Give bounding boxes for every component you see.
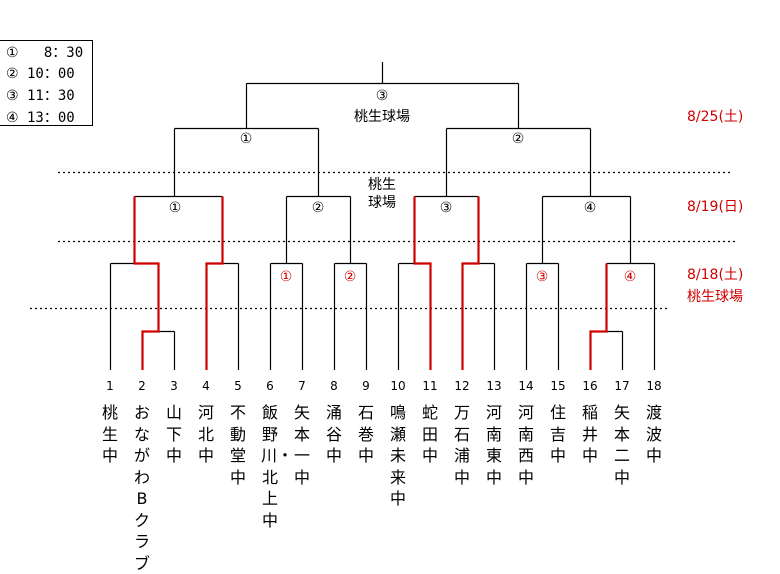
team-number: 5 bbox=[234, 379, 242, 393]
legend-entry-3: ③ 11：30 bbox=[6, 85, 75, 107]
legend-mark: ③ bbox=[6, 88, 19, 104]
final-bracket bbox=[245, 62, 520, 129]
winner-lines bbox=[133, 196, 608, 370]
team-number: 6 bbox=[266, 379, 274, 393]
legend-mark: ① bbox=[6, 45, 19, 61]
team-number: 2 bbox=[138, 379, 146, 393]
legend-time: 11：30 bbox=[27, 88, 75, 104]
team-name: 不動堂中 bbox=[229, 403, 246, 487]
black-lines bbox=[109, 62, 656, 370]
round2-venue-line2: 球場 bbox=[368, 195, 396, 211]
team-name: 石巻中 bbox=[357, 403, 374, 465]
team-name: おながわBクラブ bbox=[133, 403, 150, 573]
team-name: 矢本一中 bbox=[293, 403, 310, 487]
date-final: 8/25(土) bbox=[687, 109, 744, 125]
semifinal-match-label: ① bbox=[239, 131, 253, 147]
team-number: 14 bbox=[518, 379, 534, 393]
round1-match-label: ④ bbox=[623, 269, 637, 285]
team-name: 鳴瀬未来中 bbox=[389, 403, 406, 508]
winner-path-team-12 bbox=[461, 196, 480, 370]
legend-entry-1: ① 8：30 bbox=[6, 42, 83, 64]
team-number: 10 bbox=[390, 379, 406, 393]
round1-brackets bbox=[110, 262, 655, 333]
round2-match-label: ③ bbox=[439, 200, 453, 216]
final-match-label: ③ bbox=[375, 88, 389, 104]
legend-mark: ④ bbox=[6, 110, 19, 126]
team-number: 13 bbox=[486, 379, 502, 393]
team-name: 涌谷中 bbox=[325, 403, 342, 465]
team-number: 18 bbox=[646, 379, 662, 393]
date-round1: 8/18(土) bbox=[687, 267, 744, 283]
team-name: 矢本二中 bbox=[613, 403, 630, 487]
time-legend: ① 8：30 ② 10：00 ③ 11：30 ④ 13：00 bbox=[0, 40, 93, 126]
team-lines bbox=[109, 263, 656, 370]
team-name: 蛇田中 bbox=[421, 403, 438, 465]
team-number: 4 bbox=[202, 379, 210, 393]
team-name: 河北中 bbox=[197, 403, 214, 465]
team-number: 12 bbox=[454, 379, 470, 393]
winner-path-team-16 bbox=[589, 263, 608, 370]
round2-match-label: ④ bbox=[583, 200, 597, 216]
team-number: 7 bbox=[298, 379, 306, 393]
team-number: 11 bbox=[422, 379, 438, 393]
team-number: 17 bbox=[614, 379, 630, 393]
semifinal-brackets bbox=[173, 127, 592, 197]
team-number: 1 bbox=[106, 379, 114, 393]
team-number: 3 bbox=[170, 379, 178, 393]
round1-match-label: ③ bbox=[535, 269, 549, 285]
team-number: 9 bbox=[362, 379, 370, 393]
team-number: 15 bbox=[550, 379, 566, 393]
round1-match-label: ① bbox=[279, 269, 293, 285]
legend-time: 10：00 bbox=[27, 66, 75, 82]
team-name: 渡波中 bbox=[645, 403, 662, 465]
winner-path-team-4 bbox=[205, 196, 224, 370]
round2-match-label: ② bbox=[311, 200, 325, 216]
round1-match-label: ② bbox=[343, 269, 357, 285]
team-name: 稲井中 bbox=[581, 403, 598, 465]
final-venue: 桃生球場 bbox=[354, 109, 410, 125]
team-name: 河南西中 bbox=[517, 403, 534, 487]
round2-venue-line1: 桃生 bbox=[368, 177, 396, 193]
team-number: 16 bbox=[582, 379, 598, 393]
winner-path-team-11 bbox=[413, 196, 432, 370]
legend-time: 13：00 bbox=[27, 110, 75, 126]
team-name: 桃生中 bbox=[101, 403, 118, 465]
legend-mark: ② bbox=[6, 66, 19, 82]
semifinal-match-label: ② bbox=[511, 131, 525, 147]
winner-path-team-2 bbox=[133, 196, 160, 370]
legend-time: 8：30 bbox=[27, 45, 84, 61]
legend-entry-2: ② 10：00 bbox=[6, 63, 75, 85]
team-name: 山下中 bbox=[165, 403, 182, 465]
team-name: 飯野川・北上中 bbox=[261, 403, 294, 530]
team-name: 河南東中 bbox=[485, 403, 502, 487]
round1-venue: 桃生球場 bbox=[687, 289, 743, 305]
team-number: 8 bbox=[330, 379, 338, 393]
round2-brackets bbox=[134, 195, 632, 264]
date-round2: 8/19(日) bbox=[687, 199, 744, 215]
round-dividers bbox=[30, 171, 735, 310]
round2-match-label: ① bbox=[168, 200, 182, 216]
legend-entry-4: ④ 13：00 bbox=[6, 107, 75, 129]
team-name: 万石浦中 bbox=[453, 403, 470, 487]
team-name: 住吉中 bbox=[549, 403, 566, 465]
